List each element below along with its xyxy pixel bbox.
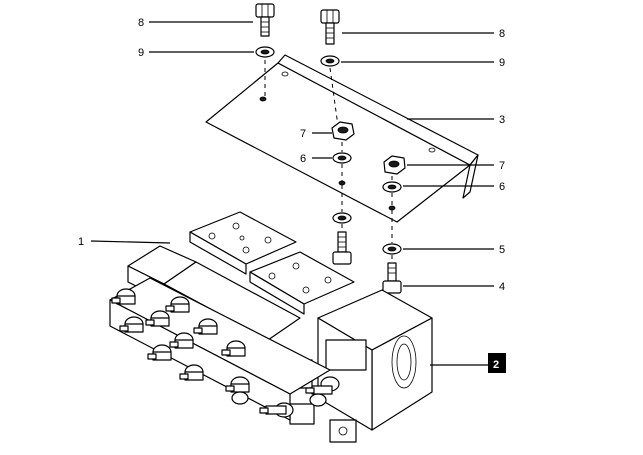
callout-7-right: 7 [499, 160, 505, 172]
washer-left [255, 46, 275, 58]
bolt-left [255, 3, 275, 37]
bolt-4-right [382, 262, 402, 294]
callouts: 8 9 8 9 3 7 6 7 6 1 5 4 2 [78, 17, 506, 373]
terminal-studs [111, 288, 340, 418]
washer-5-right [382, 243, 402, 255]
washer-6-left [332, 152, 352, 164]
callout-4: 4 [499, 281, 505, 293]
nut-right [383, 155, 406, 175]
callout-8-left: 8 [138, 17, 144, 29]
callout-6-right: 6 [499, 181, 505, 193]
washer-5-left [332, 212, 352, 224]
callout-6-left: 6 [300, 153, 306, 165]
bolt-4-left [332, 231, 352, 265]
nut-left [331, 121, 355, 141]
washer-6-right [382, 181, 402, 193]
relay-block-assembly [109, 211, 433, 443]
mounting-bracket [205, 54, 479, 223]
callout-7-left: 7 [300, 128, 306, 140]
callout-2: 2 [493, 359, 499, 371]
callout-9-right: 9 [499, 57, 505, 69]
callout-2-badge [488, 353, 506, 373]
washer-right [320, 55, 340, 67]
leader-lines [90, 21, 494, 366]
callout-3: 3 [499, 114, 505, 126]
callout-9-left: 9 [138, 47, 144, 59]
callout-1: 1 [78, 236, 84, 248]
callout-8-right: 8 [499, 28, 505, 40]
bolt-right [320, 9, 340, 45]
callout-5: 5 [499, 244, 505, 256]
